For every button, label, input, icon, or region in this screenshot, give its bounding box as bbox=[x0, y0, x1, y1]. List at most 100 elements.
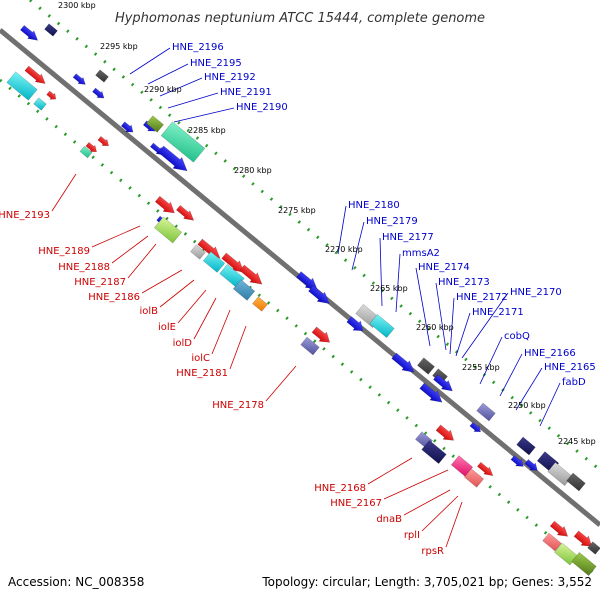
gene-feature[interactable] bbox=[571, 552, 597, 576]
gene-feature[interactable] bbox=[418, 381, 446, 407]
gene-feature[interactable] bbox=[238, 263, 266, 289]
gene-feature[interactable] bbox=[587, 541, 600, 555]
reverse-gene-label[interactable]: rplI bbox=[404, 530, 420, 541]
label-leader-line bbox=[383, 469, 449, 500]
ruler-label: 2275 kbp bbox=[278, 206, 316, 215]
gene-feature[interactable] bbox=[549, 519, 571, 540]
gene-feature[interactable] bbox=[432, 373, 456, 395]
reverse-gene-label[interactable]: iolE bbox=[158, 322, 176, 333]
forward-gene-label[interactable]: HNE_2192 bbox=[204, 72, 256, 83]
reverse-gene-label[interactable]: HNE_2186 bbox=[88, 292, 140, 303]
gene-feature[interactable] bbox=[156, 144, 191, 176]
gene-feature[interactable] bbox=[232, 279, 256, 301]
forward-gene-label[interactable]: HNE_2177 bbox=[382, 232, 434, 243]
reverse-gene-label[interactable]: iolD bbox=[173, 338, 193, 349]
reverse-gene-label[interactable]: HNE_2168 bbox=[314, 483, 366, 494]
label-leader-lines bbox=[51, 47, 561, 548]
gene-feature[interactable] bbox=[44, 23, 58, 37]
gene-feature[interactable] bbox=[146, 115, 164, 133]
forward-gene-label[interactable]: HNE_2180 bbox=[348, 200, 400, 211]
forward-gene-label[interactable]: HNE_2172 bbox=[456, 292, 508, 303]
forward-gene-label[interactable]: HNE_2173 bbox=[438, 277, 490, 288]
forward-gene-label[interactable]: HNE_2179 bbox=[366, 216, 418, 227]
reverse-gene-label[interactable]: HNE_2178 bbox=[212, 400, 264, 411]
gene-feature[interactable] bbox=[160, 121, 206, 163]
gene-feature[interactable] bbox=[463, 468, 485, 488]
gene-feature[interactable] bbox=[202, 251, 226, 273]
gene-feature[interactable] bbox=[345, 315, 367, 336]
reverse-gene-label[interactable]: rpsR bbox=[421, 546, 444, 557]
forward-gene-label[interactable]: HNE_2171 bbox=[472, 307, 524, 318]
gene-feature[interactable] bbox=[79, 145, 93, 159]
gene-feature[interactable] bbox=[469, 421, 483, 435]
forward-gene-label[interactable]: HNE_2166 bbox=[524, 348, 576, 359]
gene-feature[interactable] bbox=[190, 244, 206, 260]
forward-gene-label[interactable]: HNE_2174 bbox=[418, 262, 470, 273]
gene-feature[interactable] bbox=[72, 72, 88, 87]
gene-feature[interactable] bbox=[421, 440, 447, 464]
gene-feature[interactable] bbox=[46, 90, 59, 103]
reverse-gene-label[interactable]: HNE_2187 bbox=[74, 277, 126, 288]
ruler-track-forward bbox=[29, 0, 600, 472]
label-leader-line bbox=[351, 221, 365, 271]
gene-feature[interactable] bbox=[33, 97, 47, 111]
reverse-gene-label[interactable]: HNE_2193 bbox=[0, 210, 50, 221]
gene-feature[interactable] bbox=[510, 454, 527, 470]
gene-feature[interactable] bbox=[220, 251, 248, 277]
ruler-label: 2255 kbp bbox=[462, 363, 500, 372]
gene-feature[interactable] bbox=[310, 325, 333, 347]
gene-feature[interactable] bbox=[6, 71, 38, 101]
gene-feature[interactable] bbox=[542, 532, 562, 552]
gene-feature[interactable] bbox=[390, 351, 418, 377]
gene-feature[interactable] bbox=[154, 194, 179, 217]
reverse-gene-label[interactable]: dnaB bbox=[376, 514, 402, 525]
gene-feature[interactable] bbox=[417, 357, 435, 375]
reverse-gene-label[interactable]: iolB bbox=[139, 306, 158, 317]
gene-feature[interactable] bbox=[572, 529, 595, 551]
gene-feature[interactable] bbox=[476, 461, 496, 479]
label-leader-line bbox=[515, 367, 543, 411]
gene-feature[interactable] bbox=[566, 472, 586, 492]
reverse-gene-label[interactable]: HNE_2189 bbox=[38, 246, 90, 257]
ruler-label: 2300 kbp bbox=[58, 1, 96, 10]
label-leader-line bbox=[367, 457, 413, 485]
label-leader-line bbox=[177, 289, 207, 324]
gene-feature[interactable] bbox=[369, 314, 395, 338]
gene-feature[interactable] bbox=[19, 24, 41, 44]
gene-feature[interactable] bbox=[300, 336, 320, 356]
forward-gene-label[interactable]: cobQ bbox=[504, 331, 530, 342]
ruler-label: 2260 kbp bbox=[416, 323, 454, 332]
gene-feature[interactable] bbox=[175, 204, 197, 224]
gene-feature[interactable] bbox=[120, 120, 136, 135]
forward-gene-label[interactable]: mmsA2 bbox=[402, 248, 440, 259]
reverse-gene-label[interactable]: HNE_2167 bbox=[330, 498, 382, 509]
reverse-gene-label[interactable]: HNE_2188 bbox=[58, 262, 110, 273]
gene-feature[interactable] bbox=[153, 216, 183, 244]
gene-feature[interactable] bbox=[24, 65, 49, 88]
forward-gene-label[interactable]: HNE_2191 bbox=[220, 87, 272, 98]
genome-summary: Topology: circular; Length: 3,705,021 bp… bbox=[261, 575, 592, 589]
forward-gene-label[interactable]: HNE_2190 bbox=[236, 102, 288, 113]
ruler-label: 2290 kbp bbox=[144, 85, 182, 94]
label-leader-line bbox=[229, 325, 247, 370]
forward-gene-label[interactable]: HNE_2196 bbox=[172, 42, 224, 53]
gene-feature[interactable] bbox=[97, 135, 111, 149]
gene-feature[interactable] bbox=[85, 141, 99, 155]
gene-feature[interactable] bbox=[524, 458, 541, 474]
reverse-gene-label[interactable]: iolC bbox=[191, 353, 210, 364]
gene-feature[interactable] bbox=[95, 69, 109, 83]
gene-feature[interactable] bbox=[307, 284, 333, 309]
forward-gene-label[interactable]: fabD bbox=[562, 377, 586, 388]
gene-feature[interactable] bbox=[476, 402, 496, 422]
gene-feature[interactable] bbox=[516, 436, 536, 456]
reverse-gene-label[interactable]: HNE_2181 bbox=[176, 368, 228, 379]
label-leader-line bbox=[479, 336, 503, 385]
label-leader-line bbox=[403, 489, 451, 516]
forward-gene-label[interactable]: HNE_2195 bbox=[190, 58, 242, 69]
forward-gene-label[interactable]: HNE_2170 bbox=[510, 287, 562, 298]
gene-feature[interactable] bbox=[252, 296, 268, 312]
gene-feature[interactable] bbox=[91, 87, 106, 101]
forward-gene-label[interactable]: HNE_2165 bbox=[544, 362, 596, 373]
gene-feature[interactable] bbox=[434, 423, 457, 445]
